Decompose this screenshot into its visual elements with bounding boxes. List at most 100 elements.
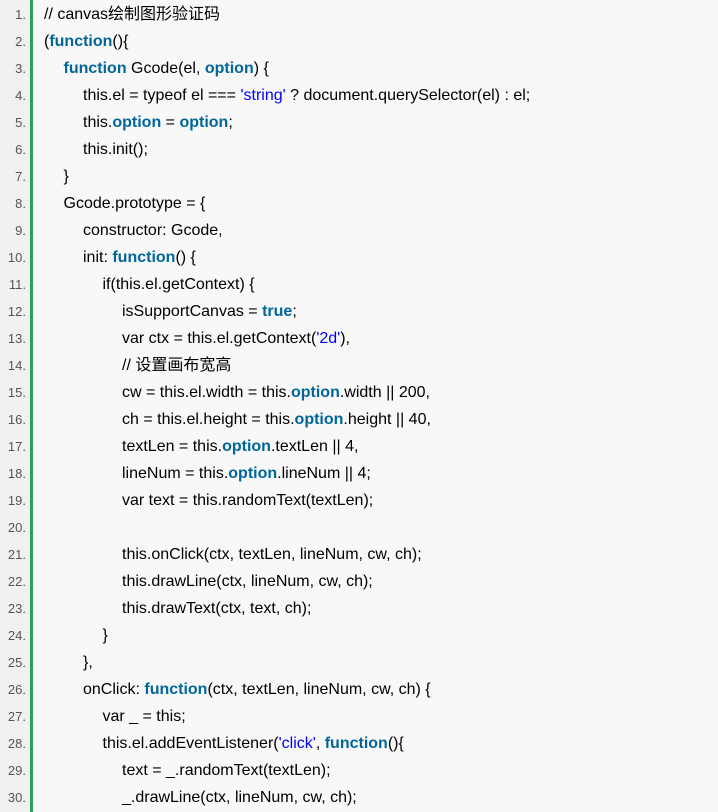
line-number: 1.	[15, 7, 26, 22]
code-text: // canvas绘制图形验证码	[44, 1, 220, 28]
code-token: this.init();	[83, 141, 148, 158]
line-number: 16.	[7, 412, 26, 427]
code-text: Gcode.prototype = {	[64, 190, 206, 217]
code-text: },	[83, 649, 93, 676]
code-token: ),	[340, 330, 350, 347]
code-keyword: option	[112, 114, 162, 131]
code-token: // canvas绘制图形验证码	[44, 6, 221, 23]
line-number: 13.	[7, 331, 26, 346]
code-keyword: option	[290, 384, 340, 401]
code-text: function Gcode(el, option) {	[64, 55, 269, 82]
line-number: 14.	[7, 358, 26, 373]
code-token: this.drawText(ctx, text, ch);	[122, 600, 312, 617]
code-text: this.option = option;	[83, 109, 233, 136]
code-token: ? document.querySelector(el) : el;	[285, 87, 531, 104]
code-text: this.drawText(ctx, text, ch);	[122, 595, 311, 622]
line-number: 9.	[15, 223, 26, 238]
line-number: 5.	[15, 115, 26, 130]
code-token: // 设置画布宽高	[122, 357, 232, 374]
line-number: 25.	[7, 655, 26, 670]
line-number-gutter	[0, 0, 30, 812]
code-text: var text = this.randomText(textLen);	[122, 487, 373, 514]
code-text: this.init();	[83, 136, 148, 163]
code-text: if(this.el.getContext) {	[103, 271, 255, 298]
code-token: Gcode.prototype = {	[63, 195, 206, 212]
line-number: 23.	[7, 601, 26, 616]
code-token: var text = this.randomText(textLen);	[122, 492, 374, 509]
code-keyword: function	[49, 33, 113, 50]
gutter-accent-bar	[30, 0, 33, 812]
code-text: init: function() {	[83, 244, 196, 271]
code-token: .lineNum || 4;	[277, 465, 371, 482]
code-string: 'string'	[240, 87, 286, 104]
code-keyword: option	[204, 60, 254, 77]
line-number: 18.	[7, 466, 26, 481]
code-token: lineNum = this.	[122, 465, 229, 482]
code-string: '2d'	[316, 330, 341, 347]
code-text: }	[103, 622, 108, 649]
line-number: 15.	[7, 385, 26, 400]
code-token: cw = this.el.width = this.	[122, 384, 291, 401]
code-token: this.el.addEventListener(	[102, 735, 279, 752]
code-keyword: option	[294, 411, 344, 428]
code-token: (){	[387, 735, 404, 752]
code-token: init:	[83, 249, 113, 266]
code-token: this.onClick(ctx, textLen, lineNum, cw, …	[122, 546, 422, 563]
code-token: constructor: Gcode,	[83, 222, 223, 239]
code-token: Gcode(el,	[126, 60, 205, 77]
code-text: }	[64, 163, 69, 190]
code-token: this.drawLine(ctx, lineNum, cw, ch);	[122, 573, 373, 590]
code-text: var ctx = this.el.getContext('2d'),	[122, 325, 350, 352]
line-number: 29.	[7, 763, 26, 778]
code-keyword: function	[112, 249, 176, 266]
code-token: .height || 40,	[343, 411, 431, 428]
code-token: ;	[228, 114, 233, 131]
code-token: ,	[315, 735, 325, 752]
code-text: (function(){	[44, 28, 128, 55]
code-token: var _ = this;	[102, 708, 186, 725]
code-token: ) {	[253, 60, 269, 77]
code-token: text = _.randomText(textLen);	[122, 762, 331, 779]
code-keyword: function	[144, 681, 208, 698]
line-number: 12.	[7, 304, 26, 319]
code-text: this.onClick(ctx, textLen, lineNum, cw, …	[122, 541, 422, 568]
line-number: 11.	[8, 277, 26, 292]
code-token: (ctx, textLen, lineNum, cw, ch) {	[207, 681, 431, 698]
code-token: ch = this.el.height = this.	[122, 411, 295, 428]
line-number: 7.	[15, 169, 26, 184]
line-number: 24.	[7, 628, 26, 643]
line-number: 6.	[15, 142, 26, 157]
line-number: 3.	[15, 61, 26, 76]
code-token: .textLen || 4,	[270, 438, 359, 455]
code-text: isSupportCanvas = true;	[122, 298, 297, 325]
code-keyword: true	[262, 303, 293, 320]
code-token: if(this.el.getContext) {	[102, 276, 255, 293]
code-token: ;	[292, 303, 297, 320]
code-text: constructor: Gcode,	[83, 217, 223, 244]
code-token: textLen = this.	[122, 438, 223, 455]
code-text: textLen = this.option.textLen || 4,	[122, 433, 358, 460]
line-number: 30.	[7, 790, 26, 805]
code-token: this.el = typeof el ===	[83, 87, 241, 104]
code-text: // 设置画布宽高	[122, 352, 231, 379]
code-text: onClick: function(ctx, textLen, lineNum,…	[83, 676, 431, 703]
code-keyword: function	[63, 60, 127, 77]
code-string: 'click'	[278, 735, 316, 752]
line-number: 17.	[7, 439, 26, 454]
code-keyword: option	[179, 114, 229, 131]
code-token: var ctx = this.el.getContext(	[122, 330, 317, 347]
line-number: 20.	[7, 520, 26, 535]
code-text: this.el = typeof el === 'string' ? docum…	[83, 82, 530, 109]
code-keyword: option	[222, 438, 271, 455]
line-number: 21.	[7, 547, 26, 562]
line-number: 4.	[15, 88, 26, 103]
code-keyword: function	[324, 735, 388, 752]
code-token: },	[83, 654, 93, 671]
code-text: cw = this.el.width = this.option.width |…	[122, 379, 430, 406]
code-token: () {	[175, 249, 196, 266]
code-token: onClick:	[83, 681, 145, 698]
code-token: isSupportCanvas =	[122, 303, 263, 320]
line-number: 27.	[7, 709, 26, 724]
line-number: 8.	[15, 196, 26, 211]
